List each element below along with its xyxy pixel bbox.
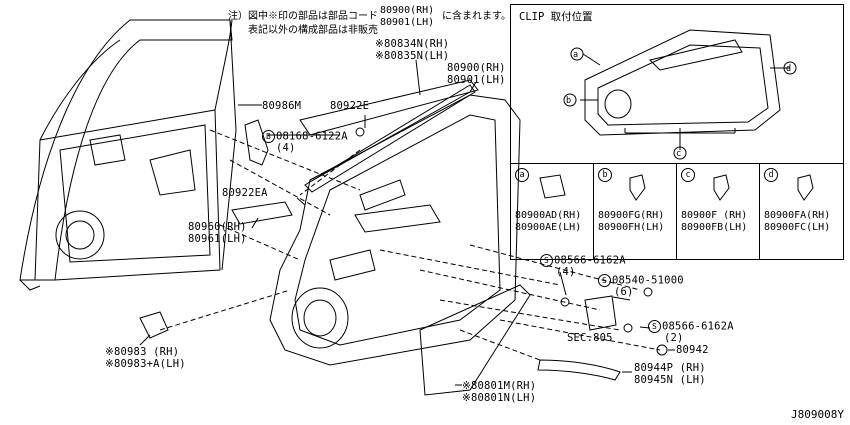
- label-80942: 80942: [676, 344, 709, 356]
- door-trim-panel-illustration: [269, 79, 521, 366]
- finisher-strip-illustration: [537, 359, 621, 381]
- clip-c-lh: 80900FB(LH): [681, 222, 748, 233]
- clip-cell-c: c 80900F (RH) 80900FB(LH): [677, 164, 760, 260]
- parts-note-line2: 表記以外の構成部品は非販売: [248, 25, 378, 36]
- parts-note-line1: 注）図中※印の部品は部品コード: [228, 10, 378, 23]
- moulding-strip-illustration: [304, 84, 476, 193]
- label-08566a-qty: (4): [556, 266, 576, 278]
- bracket-illustration: [244, 119, 269, 166]
- label-80983-rh: ※80983 (RH): [105, 346, 180, 358]
- clip-position-inset: CLIP 取付位置 a b c d a 80900AD(RH) 80900AE(…: [510, 4, 844, 260]
- armrest-pad-illustration: [419, 284, 531, 396]
- clip-b-lh: 80900FH(LH): [598, 222, 665, 233]
- inset-door-illustration: [563, 29, 797, 160]
- label-80944p-rh: 80944P (RH): [634, 362, 706, 374]
- label-80986m: 80986M: [262, 100, 302, 112]
- label-08566b-code: 08566-6162A: [662, 320, 734, 333]
- clip-mark-a: a: [515, 168, 529, 182]
- clip-mark-c: c: [681, 168, 695, 182]
- escutcheon-illustration: [584, 295, 617, 331]
- parts-note-code-lh: 80901(LH): [380, 17, 435, 28]
- label-80835n: ※80835N(LH): [375, 50, 450, 62]
- inset-callout-a: a: [573, 50, 579, 60]
- screw-symbol-icon: S: [598, 274, 611, 287]
- screw-symbol-icon: S: [648, 320, 661, 333]
- parts-note-suffix: に含まれます。: [442, 11, 511, 22]
- label-80922ea: 80922EA: [222, 187, 268, 199]
- label-80900-rh: 80900(RH): [447, 62, 506, 74]
- parts-note-code-rh: 80900(RH): [380, 5, 435, 16]
- label-80834n: ※80834N(RH): [375, 38, 450, 50]
- clip-table: a 80900AD(RH) 80900AE(LH) b 80900FG(RH) …: [511, 163, 843, 260]
- leader-lines: [159, 129, 661, 361]
- door-frame-illustration: [19, 19, 237, 291]
- inset-callout-b: b: [566, 96, 572, 106]
- label-08540-qty: (6): [614, 286, 634, 298]
- screw-symbol-icon: S: [540, 254, 553, 267]
- clip-mark-b: b: [598, 168, 612, 182]
- inset-title: CLIP 取付位置: [519, 11, 593, 23]
- clip-d-rh: 80900FA(RH): [764, 210, 831, 221]
- parts-note-prefix: 注）図中※印の部品は部品コード: [228, 11, 378, 22]
- label-08566a-code: 08566-6162A: [554, 254, 626, 267]
- label-80961-lh: 80961(LH): [188, 233, 247, 245]
- label-08566b-qty: (2): [664, 332, 684, 344]
- clip-c-rh: 80900F (RH): [681, 210, 748, 221]
- label-80801n-lh: ※80801N(LH): [462, 392, 537, 404]
- label-80922e: 80922E: [330, 100, 370, 112]
- clip-cell-d: d 80900FA(RH) 80900FC(LH): [760, 164, 843, 260]
- bolt-symbol-icon: B: [262, 130, 275, 143]
- clip-mark-d: d: [764, 168, 778, 182]
- handle-illustration: [139, 311, 169, 339]
- clip-cell-b: b 80900FG(RH) 80900FH(LH): [594, 164, 677, 260]
- label-08168-qty: (4): [276, 142, 296, 154]
- screws-illustration: [560, 287, 668, 356]
- label-08168-code: 08168-6122A: [276, 130, 348, 143]
- clip-glyphs-illustration: [539, 174, 814, 201]
- inset-callout-d: d: [786, 64, 792, 74]
- inset-callout-c: c: [676, 149, 682, 159]
- label-80901-lh: 80901(LH): [447, 74, 506, 86]
- label-80960-rh: 80960(RH): [188, 221, 247, 233]
- clip-a-lh: 80900AE(LH): [515, 222, 582, 233]
- grommet-illustration: [355, 127, 365, 137]
- clip-d-lh: 80900FC(LH): [764, 222, 831, 233]
- label-80983a-lh: ※80983+A(LH): [105, 358, 186, 370]
- label-leaders: [139, 59, 675, 386]
- clip-a-rh: 80900AD(RH): [515, 210, 582, 221]
- label-80945n-lh: 80945N (LH): [634, 374, 706, 386]
- diagram-reference-code: J809008Y: [791, 408, 844, 421]
- label-sec805: SEC.805: [567, 332, 613, 344]
- label-08540-code: 08540-51000: [612, 274, 684, 287]
- clip-b-rh: 80900FG(RH): [598, 210, 665, 221]
- label-80801m-rh: ※80801M(RH): [462, 380, 537, 392]
- clip-cell-a: a 80900AD(RH) 80900AE(LH): [511, 164, 594, 260]
- switch-panel-illustration: [231, 201, 293, 225]
